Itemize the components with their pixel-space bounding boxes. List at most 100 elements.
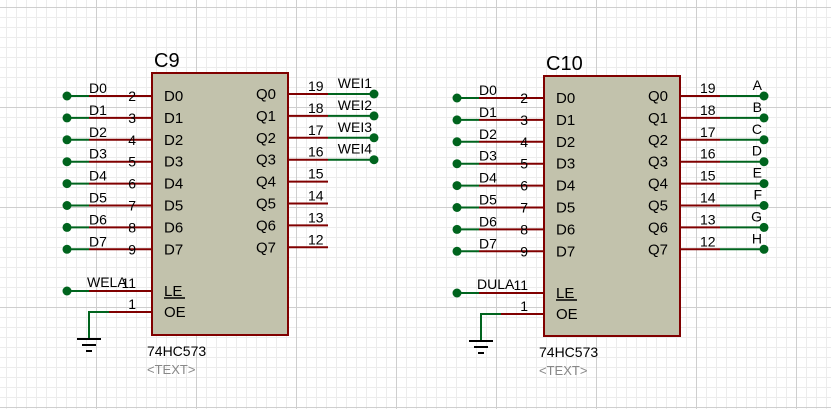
junction-dot[interactable] [452,224,462,234]
pin-name: D2 [164,132,183,149]
pin-name: Q0 [648,88,668,105]
pin-number: 4 [520,134,528,150]
ground-wire[interactable] [88,311,109,339]
net-label: WEI3 [338,119,372,135]
pin-name: LE [556,285,574,302]
pin-number: 11 [513,277,528,293]
junction-dot[interactable] [759,135,769,145]
pin-number: 9 [128,241,136,257]
pin-name: D5 [164,198,183,215]
junction-dot[interactable] [62,244,72,254]
junction-dot[interactable] [452,181,462,191]
junction-dot[interactable] [452,115,462,125]
junction-dot[interactable] [759,222,769,232]
pin-number: 18 [700,102,716,118]
net-label: D6 [479,213,497,229]
pin-number: 8 [520,221,528,237]
pin-number: 7 [520,200,528,216]
junction-dot[interactable] [759,113,769,123]
junction-dot[interactable] [369,111,379,121]
junction-dot[interactable] [62,135,72,145]
net-label: D0 [89,80,107,96]
junction-dot[interactable] [759,179,769,189]
junction-dot[interactable] [452,93,462,103]
chip-body[interactable] [543,75,681,337]
junction-dot[interactable] [759,201,769,210]
pin-number: 19 [700,80,716,96]
junction-dot[interactable] [369,89,379,99]
junction-dot[interactable] [452,159,462,169]
junction-dot[interactable] [452,246,462,256]
pin-number: 9 [520,243,528,259]
pin-name: Q3 [648,154,668,171]
chip-part-number: 74HC573 [539,344,598,360]
output-enable-pin[interactable]: OE1 [469,298,578,354]
ground-icon [77,338,101,352]
pin-number: 2 [128,88,136,104]
chip-reference: C10 [546,53,583,75]
junction-dot[interactable] [62,157,72,167]
pin-name: D7 [556,243,575,260]
pin-name: D5 [556,200,575,217]
output-enable-pin[interactable]: OE1 [77,296,186,352]
net-label: D1 [479,104,497,120]
junction-dot[interactable] [62,113,72,123]
junction-dot[interactable] [62,91,72,101]
net-label: B [753,99,762,115]
junction-dot[interactable] [759,157,769,167]
chip-c10[interactable]: C1074HC573<TEXT>D02D0D13D1D24D2D35D3D46D… [452,53,769,378]
junction-dot[interactable] [62,201,72,210]
chip-c9[interactable]: C974HC573<TEXT>D02D0D13D1D24D2D35D3D46D4… [62,50,379,377]
pin-name: Q2 [256,130,276,147]
junction-dot[interactable] [759,244,769,254]
ground-wire[interactable] [480,313,501,341]
junction-dot[interactable] [759,91,769,101]
junction-dot[interactable] [452,288,462,298]
junction-dot[interactable] [369,155,379,165]
pin-number: 18 [308,100,324,116]
junction-dot[interactable] [62,179,72,189]
junction-dot[interactable] [369,133,379,143]
chip-body[interactable] [151,72,289,336]
junction-dot[interactable] [62,222,72,232]
pin-name: D4 [164,176,183,193]
junction-dot[interactable] [452,137,462,147]
junction-dot[interactable] [62,286,72,296]
junction-dot[interactable] [452,203,462,212]
net-label: D3 [479,148,497,164]
